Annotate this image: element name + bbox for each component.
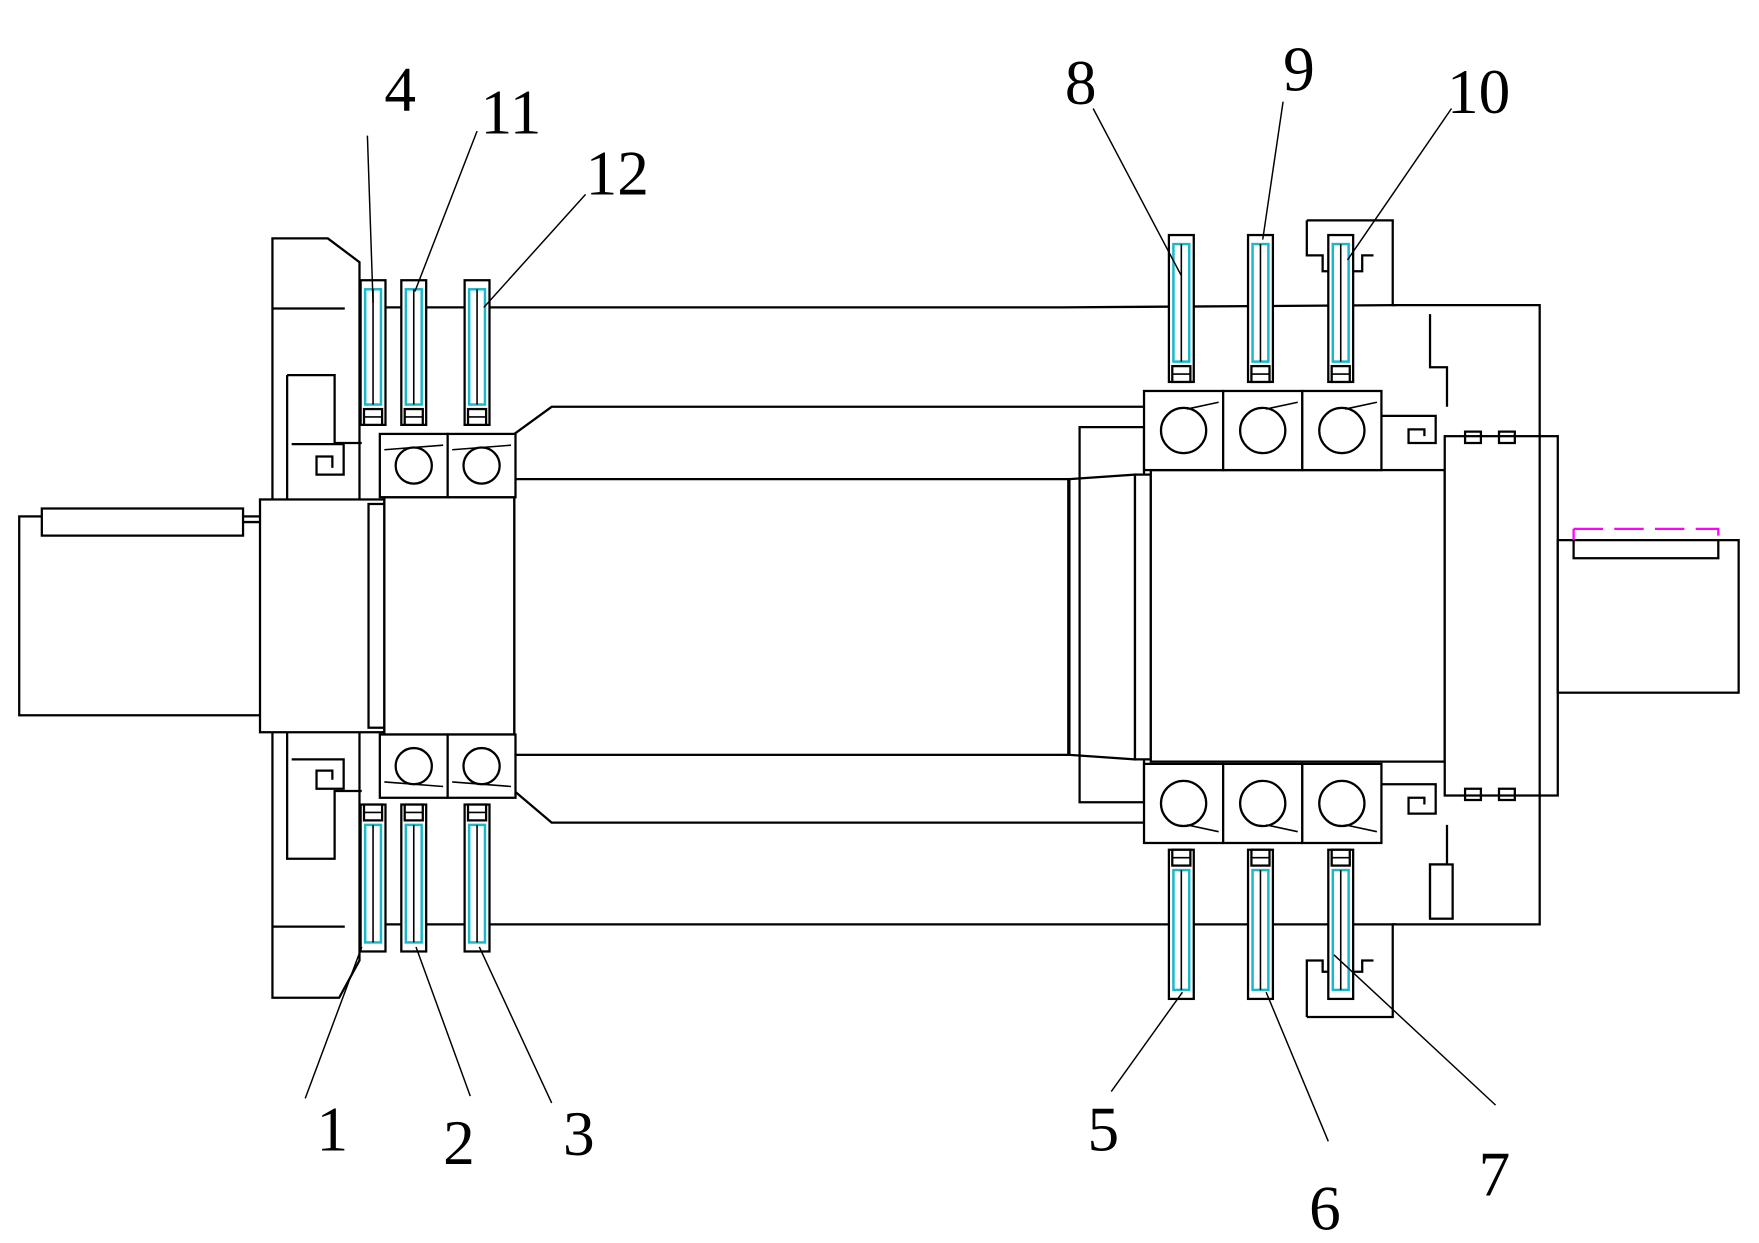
callout-8: 8 bbox=[1065, 48, 1097, 118]
callout-1: 1 bbox=[317, 1094, 349, 1164]
left-bearings bbox=[378, 432, 517, 799]
right-bearings bbox=[1142, 389, 1383, 845]
sensor-12 bbox=[463, 279, 491, 427]
sensor-1 bbox=[359, 803, 387, 953]
callout-labels: 4 11 12 8 9 10 1 2 3 5 6 7 bbox=[317, 34, 1511, 1243]
callout-12: 12 bbox=[586, 138, 649, 208]
sensor-6 bbox=[1246, 848, 1275, 1001]
sensor-3 bbox=[463, 803, 491, 953]
right-shaft-extension bbox=[1556, 527, 1740, 694]
callout-9: 9 bbox=[1283, 34, 1315, 104]
right-end-housing bbox=[1305, 219, 1541, 1019]
sensor-2 bbox=[400, 803, 428, 953]
sensor-group bbox=[359, 233, 1355, 1001]
callout-6: 6 bbox=[1309, 1173, 1341, 1243]
left-shaft-extension bbox=[18, 507, 267, 717]
sensor-8 bbox=[1167, 233, 1195, 384]
callout-2: 2 bbox=[443, 1108, 475, 1178]
callout-10: 10 bbox=[1447, 57, 1510, 127]
callout-7: 7 bbox=[1479, 1140, 1511, 1210]
callout-5: 5 bbox=[1088, 1094, 1120, 1164]
sensor-10 bbox=[1327, 233, 1355, 384]
callout-3: 3 bbox=[563, 1099, 595, 1169]
callout-11: 11 bbox=[480, 77, 541, 147]
sensor-7 bbox=[1327, 848, 1355, 1001]
sensor-11 bbox=[400, 279, 428, 427]
callout-4: 4 bbox=[384, 55, 416, 125]
spindle-shaft bbox=[258, 426, 1559, 804]
sensor-9 bbox=[1246, 233, 1275, 384]
sensor-5 bbox=[1167, 848, 1195, 1001]
leader-lines bbox=[304, 101, 1497, 1142]
